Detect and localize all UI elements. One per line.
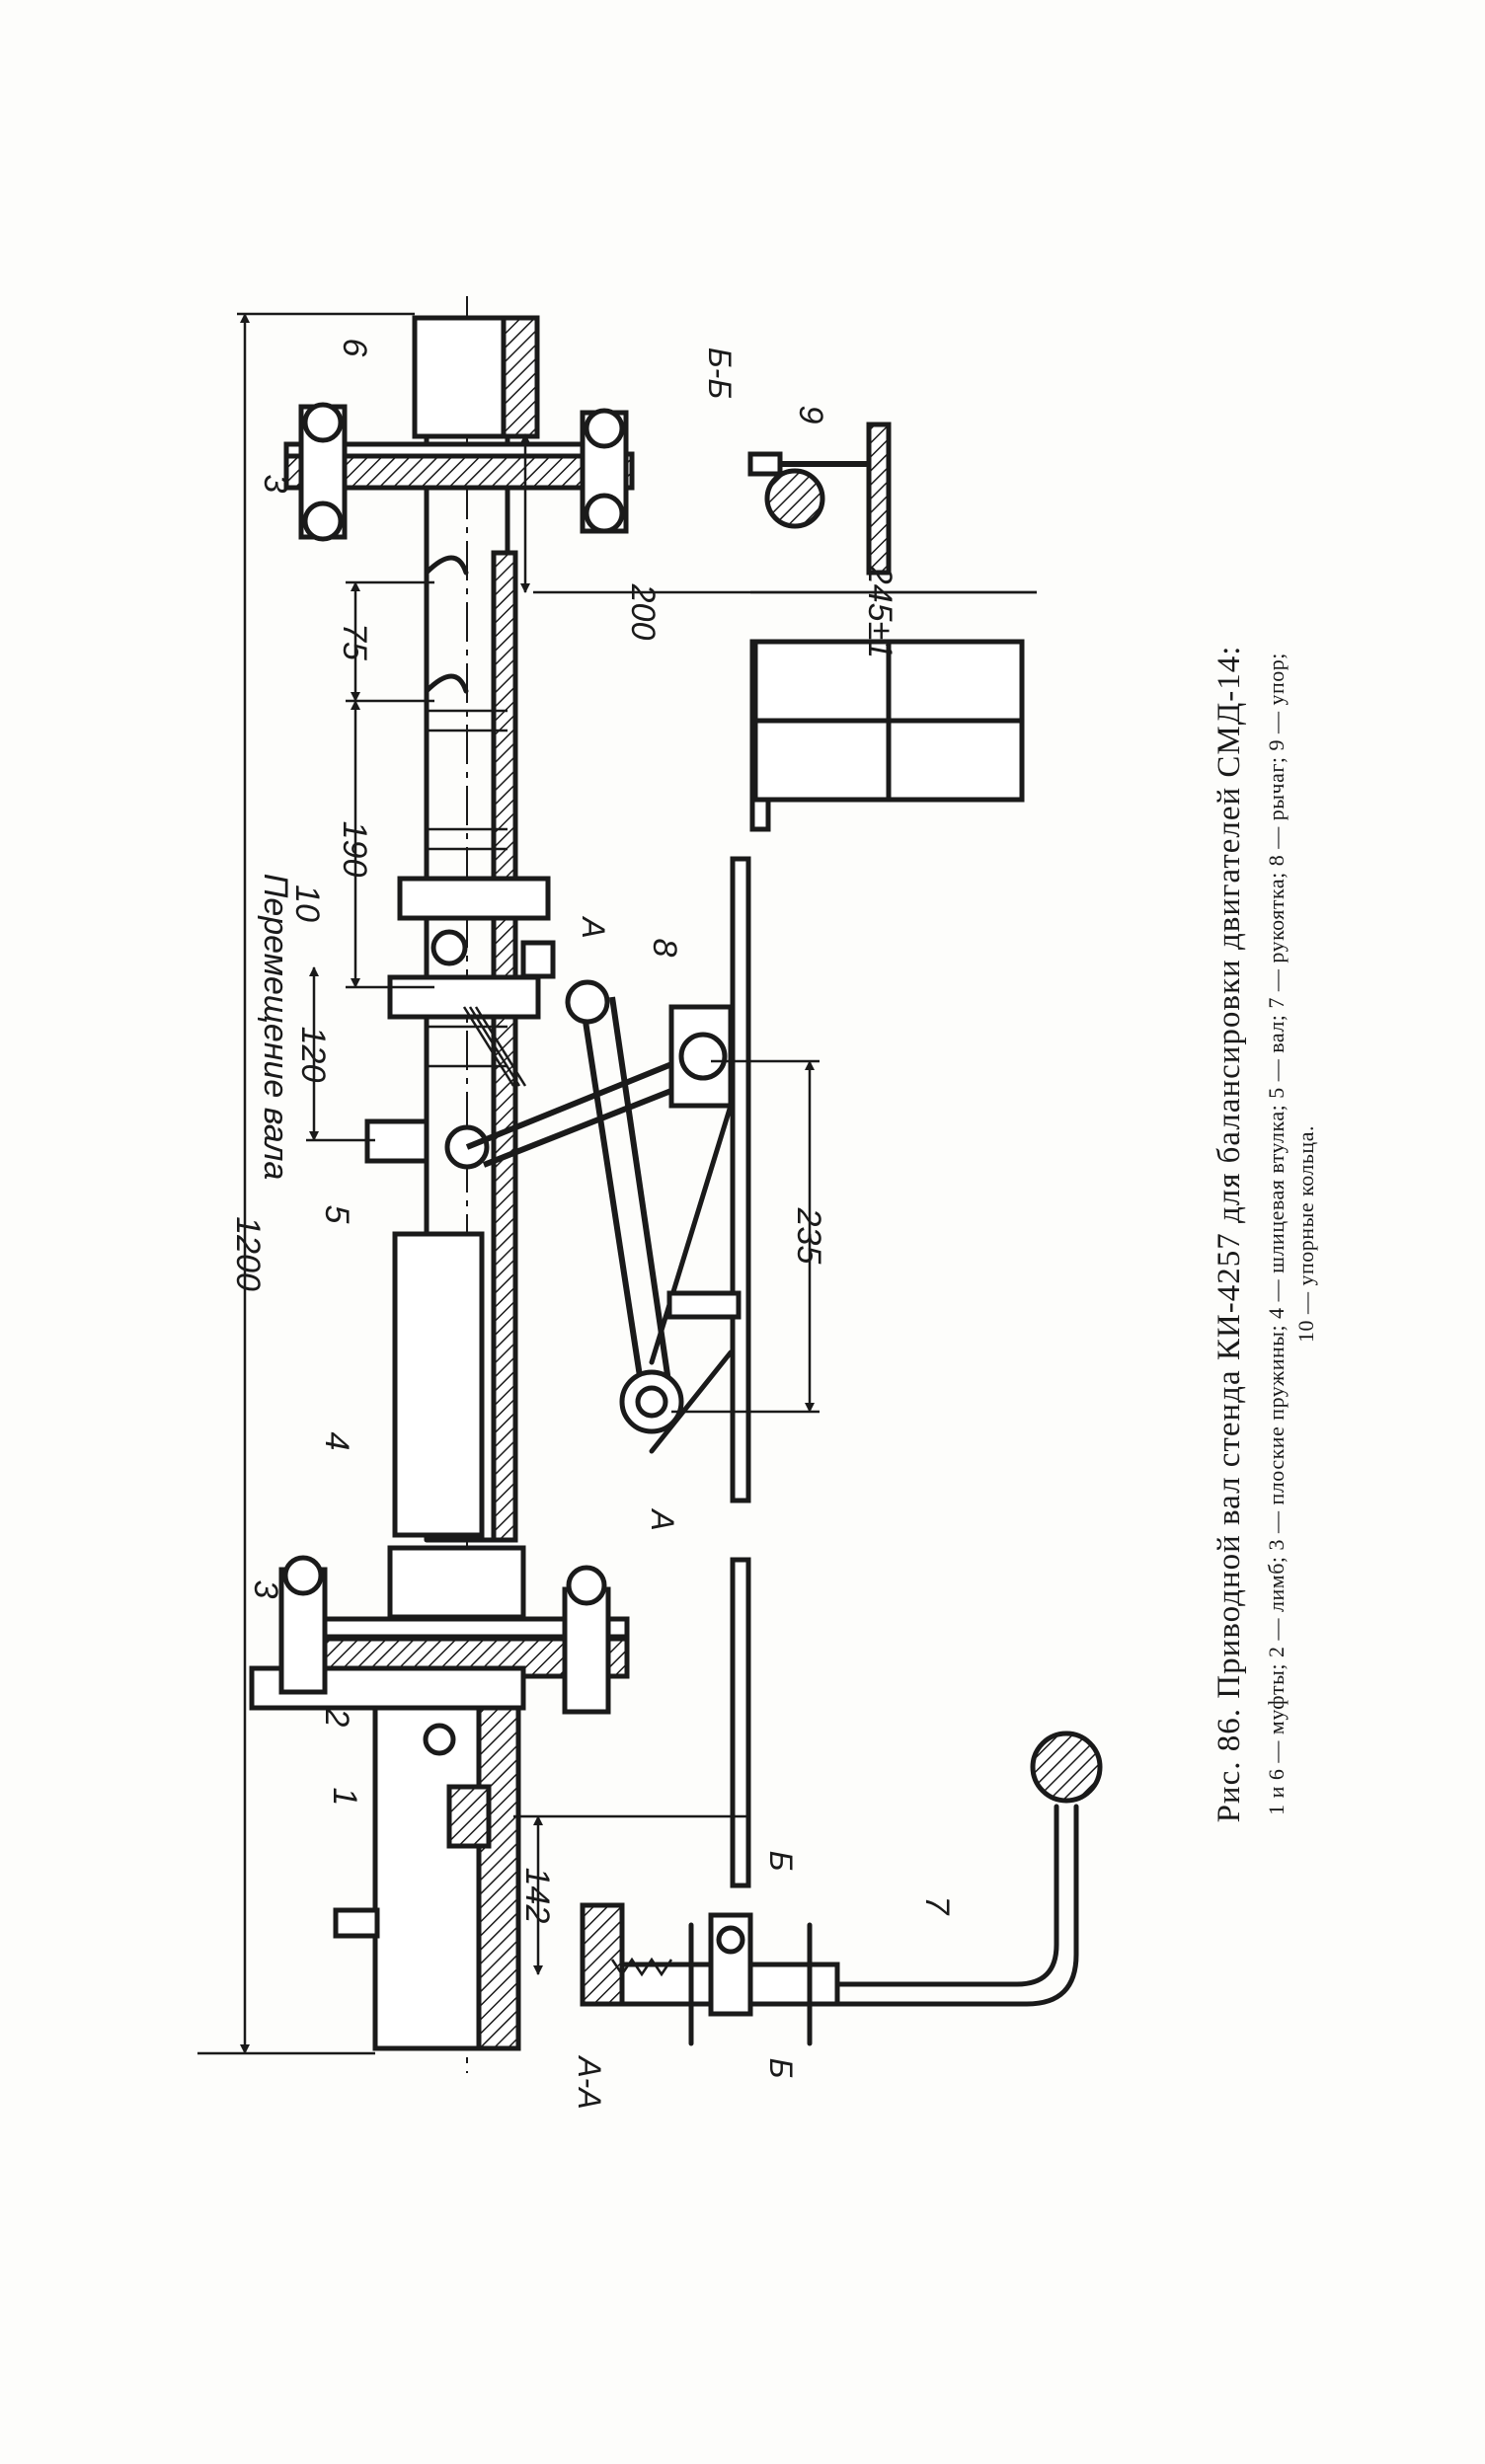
cut-a-lower-label: А <box>645 1507 680 1530</box>
upper-nut-left-b <box>302 500 344 542</box>
groove-upper <box>424 555 469 576</box>
bb-base-plate <box>866 422 892 576</box>
section-bb-label: Б-Б <box>702 347 738 399</box>
lever-8-upper-pivot <box>565 979 610 1025</box>
label-2: 2 <box>318 1708 355 1728</box>
lever-mechanism <box>465 639 1025 1888</box>
handle-knob <box>1030 1731 1103 1804</box>
handle-spring <box>610 1957 673 1977</box>
thrust-ring-lower <box>387 974 541 1020</box>
coupling-1-key <box>446 1784 492 1849</box>
caption-title: Рис. 86. Приводной вал стенда КИ-4257 дл… <box>1211 646 1247 1823</box>
lower-nut-left <box>282 1555 324 1596</box>
coupling-6-hatch <box>501 315 540 439</box>
shaft-assembly <box>249 296 635 2073</box>
cut-a-upper-label: А <box>576 915 611 938</box>
part-number-labels: 1 2 3 3 4 5 6 7 8 9 10 <box>247 339 956 1916</box>
adjusting-screw <box>666 1290 742 1320</box>
flat-springs-diagonal <box>462 1006 527 1087</box>
caption-legend-line2: 10 — упорные кольца. <box>1293 1125 1318 1343</box>
shaft-section-hatch <box>491 550 518 1543</box>
lower-nut-right <box>566 1565 607 1606</box>
label-8: 8 <box>646 939 683 958</box>
shaft-pin-stub <box>364 1118 430 1164</box>
stop-block-a <box>520 940 556 979</box>
handle-stop-block <box>580 1902 625 2007</box>
lower-bolt-right <box>562 1586 611 1715</box>
pivot-bracket-hole <box>678 1032 728 1081</box>
groove-lower <box>424 673 469 694</box>
link-rod <box>465 1053 693 1150</box>
dim-245: 245±1 <box>861 565 899 658</box>
label-6: 6 <box>336 339 373 357</box>
handle-7 <box>834 1804 1059 1987</box>
label-4: 4 <box>318 1432 355 1451</box>
view-labels: А-А Б-Б А А Б Б <box>572 347 799 2110</box>
bb-shaft-section <box>764 468 825 529</box>
handle-assembly <box>580 1731 1103 2046</box>
section-bb-detail <box>747 422 892 576</box>
upper-nut-left <box>302 402 344 443</box>
dim-190: 190 <box>336 821 373 878</box>
label-5: 5 <box>318 1205 355 1224</box>
figure-caption: Рис. 86. Приводной вал стенда КИ-4257 дл… <box>1211 646 1318 1823</box>
cut-b-upper-label: Б <box>763 1851 799 1872</box>
lower-flange-collar <box>387 1545 526 1620</box>
base-rail <box>730 856 751 1503</box>
upper-nut-right-b <box>584 493 625 534</box>
splined-sleeve-4 <box>392 1231 485 1538</box>
thrust-ring-pin <box>430 929 468 966</box>
label-10: 10 <box>288 885 326 922</box>
caption-legend-line1: 1 и 6 — муфты; 2 — лимб; 3 — плоские пру… <box>1264 653 1289 1815</box>
coupling-1-hatch <box>476 1705 521 2051</box>
label-1: 1 <box>326 1788 363 1807</box>
dimension-labels: 1200 200 245±1 75 190 120 235 142 Переме… <box>229 565 899 1924</box>
dim-200: 200 <box>624 583 662 641</box>
lever-8 <box>580 1001 650 1423</box>
upper-nut-right <box>584 408 625 449</box>
dimension-lines <box>197 312 1037 2055</box>
dim-75: 75 <box>336 623 373 660</box>
section-aa-label: А-А <box>572 2054 607 2109</box>
coupling-1-screw <box>333 1907 380 1939</box>
label-3-top: 3 <box>257 475 294 494</box>
dim-120: 120 <box>294 1027 332 1083</box>
thrust-ring-upper <box>397 876 551 921</box>
label-9: 9 <box>792 406 829 424</box>
spline-grooves <box>427 709 508 1068</box>
base-rail-lower <box>730 1557 751 1888</box>
cut-b-lower-label: Б <box>763 2058 799 2079</box>
label-7: 7 <box>918 1896 956 1916</box>
dim-1200: 1200 <box>229 1216 267 1291</box>
shaft-travel-note: Перемещение вала <box>257 874 294 1181</box>
dim-142: 142 <box>518 1868 556 1924</box>
dim-235: 235 <box>790 1207 827 1265</box>
label-3-bottom: 3 <box>247 1580 284 1599</box>
coupling-1-hole <box>423 1723 456 1756</box>
